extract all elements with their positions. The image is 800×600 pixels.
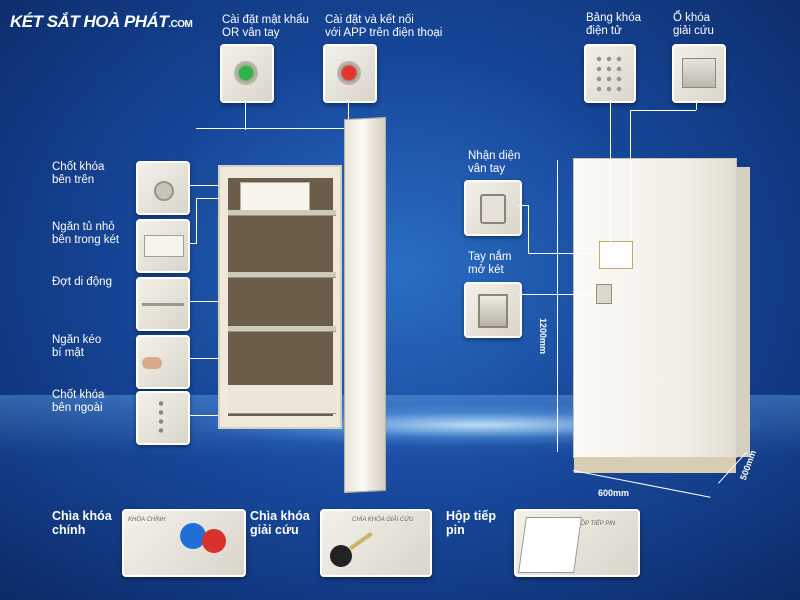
callout-line	[188, 243, 196, 244]
thumb-green-button	[220, 44, 274, 103]
shelf-icon	[142, 303, 184, 306]
callout-fingerprint: Nhận diện vân tay	[468, 150, 521, 175]
callout-password-fingerprint: Cài đặt mật khẩu OR vân tay	[222, 14, 309, 39]
open-safe-door	[344, 116, 386, 494]
thumb-handle	[464, 282, 522, 338]
handle-icon	[478, 294, 508, 328]
shelf	[228, 210, 336, 216]
callout-line	[196, 128, 356, 129]
black-key-icon	[330, 545, 352, 567]
callout-movable-shelf: Đợt di động	[52, 276, 112, 288]
shelf	[228, 272, 336, 278]
label-rescue-key: Chìa khóa giải cứu	[250, 509, 310, 537]
dimension-width: 600mm	[598, 488, 630, 498]
thumb-rescue-key-label: CHÌA KHÓA GIẢI CỨU	[352, 517, 414, 523]
closed-safe	[573, 158, 750, 473]
thumb-drawer	[136, 335, 190, 389]
callout-line	[188, 301, 228, 302]
dimension-height-line	[557, 160, 558, 452]
shelf	[228, 326, 336, 332]
callout-secret-drawer: Ngăn kéo bí mật	[52, 334, 102, 359]
callout-side-bolt: Chốt khóa bên ngoài	[52, 389, 105, 414]
thumb-main-key: KHÓA CHÍNH	[122, 509, 246, 577]
hand-icon	[142, 357, 162, 369]
callout-line	[630, 110, 631, 240]
closed-safe-base	[574, 457, 736, 473]
open-safe-interior	[228, 178, 333, 416]
callout-line	[630, 110, 696, 111]
secret-drawer	[228, 385, 336, 414]
dimension-height: 1200mm	[538, 318, 548, 355]
thumb-fingerprint	[464, 180, 522, 236]
label-main-key: Chìa khóa chính	[52, 509, 112, 537]
thumb-compartment	[136, 219, 190, 273]
thumb-shelf	[136, 277, 190, 331]
callout-line	[610, 100, 611, 242]
thumb-rescue-key: CHÌA KHÓA GIẢI CỨU	[320, 509, 432, 577]
callout-small-compartment: Ngăn tủ nhỏ bên trong két	[52, 221, 120, 246]
label-battery-box: Hộp tiếp pin	[446, 509, 496, 537]
thumb-main-key-label: KHÓA CHÍNH	[128, 517, 166, 523]
brand-logo: KÉT SẮT HOÀ PHÁT.COM	[10, 12, 193, 32]
red-button-icon	[342, 66, 356, 80]
inner-compartment	[240, 182, 310, 212]
callout-top-bolt: Chốt khóa bên trên	[52, 161, 105, 186]
callout-electronic-keypad: Bảng khóa điện tử	[586, 12, 641, 37]
keypad-icon	[594, 54, 626, 94]
key-blade-icon	[349, 531, 373, 551]
thumb-red-button	[323, 44, 377, 103]
callout-line	[196, 198, 197, 244]
bolt-row-icon	[158, 399, 164, 437]
thumb-keypad	[584, 44, 636, 103]
closed-safe-keypad	[599, 241, 633, 269]
blue-key-icon	[180, 523, 206, 549]
callout-line	[518, 205, 528, 206]
callout-handle: Tay nắm mở két	[468, 251, 512, 276]
green-button-icon	[239, 66, 253, 80]
callout-app-connect: Cài đặt và kết nối với APP trên điện tho…	[325, 14, 443, 39]
thumb-rescue-lock	[672, 44, 726, 103]
lock-cover-icon	[682, 58, 716, 88]
callout-line	[696, 100, 697, 110]
callout-line	[528, 253, 598, 254]
compartment-icon	[144, 235, 184, 257]
bolt-icon	[154, 181, 174, 201]
battery-box-icon	[518, 517, 582, 573]
callout-line	[188, 185, 218, 186]
callout-line	[245, 100, 246, 130]
thumb-top-bolt	[136, 161, 190, 215]
thumb-battery-box-label: HỘP TIẾP PIN	[576, 521, 616, 527]
closed-safe-handle	[596, 284, 612, 304]
callout-rescue-lock: Ổ khóa giải cứu	[673, 12, 714, 37]
callout-line	[528, 205, 529, 253]
thumb-side-bolt	[136, 391, 190, 445]
brand-name: KÉT SẮT HOÀ PHÁT	[10, 12, 169, 31]
fingerprint-icon	[480, 194, 506, 224]
brand-suffix: .COM	[168, 19, 193, 30]
red-key-icon	[202, 529, 226, 553]
thumb-battery-box: HỘP TIẾP PIN	[514, 509, 640, 577]
closed-safe-side	[736, 167, 750, 457]
